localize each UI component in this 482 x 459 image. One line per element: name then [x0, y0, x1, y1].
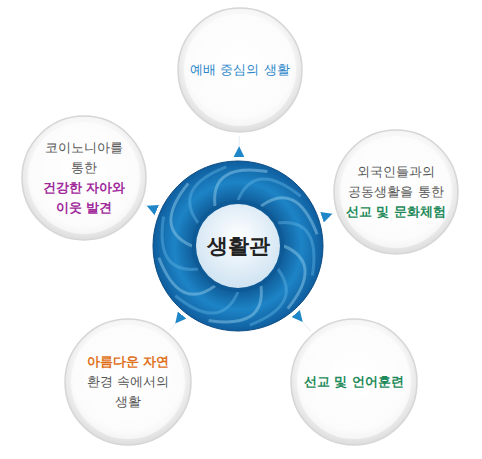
topic-circle: 선교 및 언어훈련 — [290, 318, 418, 446]
topic-text: 아름다운 자연 — [87, 352, 170, 372]
hub-title: 생활관 — [207, 230, 270, 263]
topic-circle: 외국인들과의 공동생활을 통한선교 및 문화체험 — [333, 129, 459, 255]
topic-text: 선교 및 문화체험 — [346, 202, 446, 222]
pointer-arrow — [297, 315, 310, 331]
topic-circle: 아름다운 자연환경 속에서의 생활 — [64, 318, 192, 446]
topic-circle: 코이노니아를 통한건강한 자아와 이웃 발견 — [21, 115, 147, 241]
circle-outline — [21, 115, 147, 241]
hub-circle: 생활관 — [152, 160, 324, 332]
topic-text: 환경 속에서의 생활 — [75, 372, 181, 412]
topic-text: 건강한 자아와 이웃 발견 — [32, 178, 136, 218]
pointer-arrow — [239, 136, 240, 155]
topic-text: 예배 중심의 생활 — [190, 60, 289, 80]
topic-text: 외국인들과의 공동생활을 통한 — [344, 162, 448, 202]
topic-text: 코이노니아를 통한 — [32, 138, 136, 178]
topic-text: 선교 및 언어훈련 — [304, 372, 404, 392]
topic-circle: 예배 중심의 생활 — [177, 7, 303, 133]
pointer-arrow — [324, 213, 333, 216]
pointer-arrow — [144, 205, 154, 210]
pointer-arrow — [170, 317, 181, 330]
